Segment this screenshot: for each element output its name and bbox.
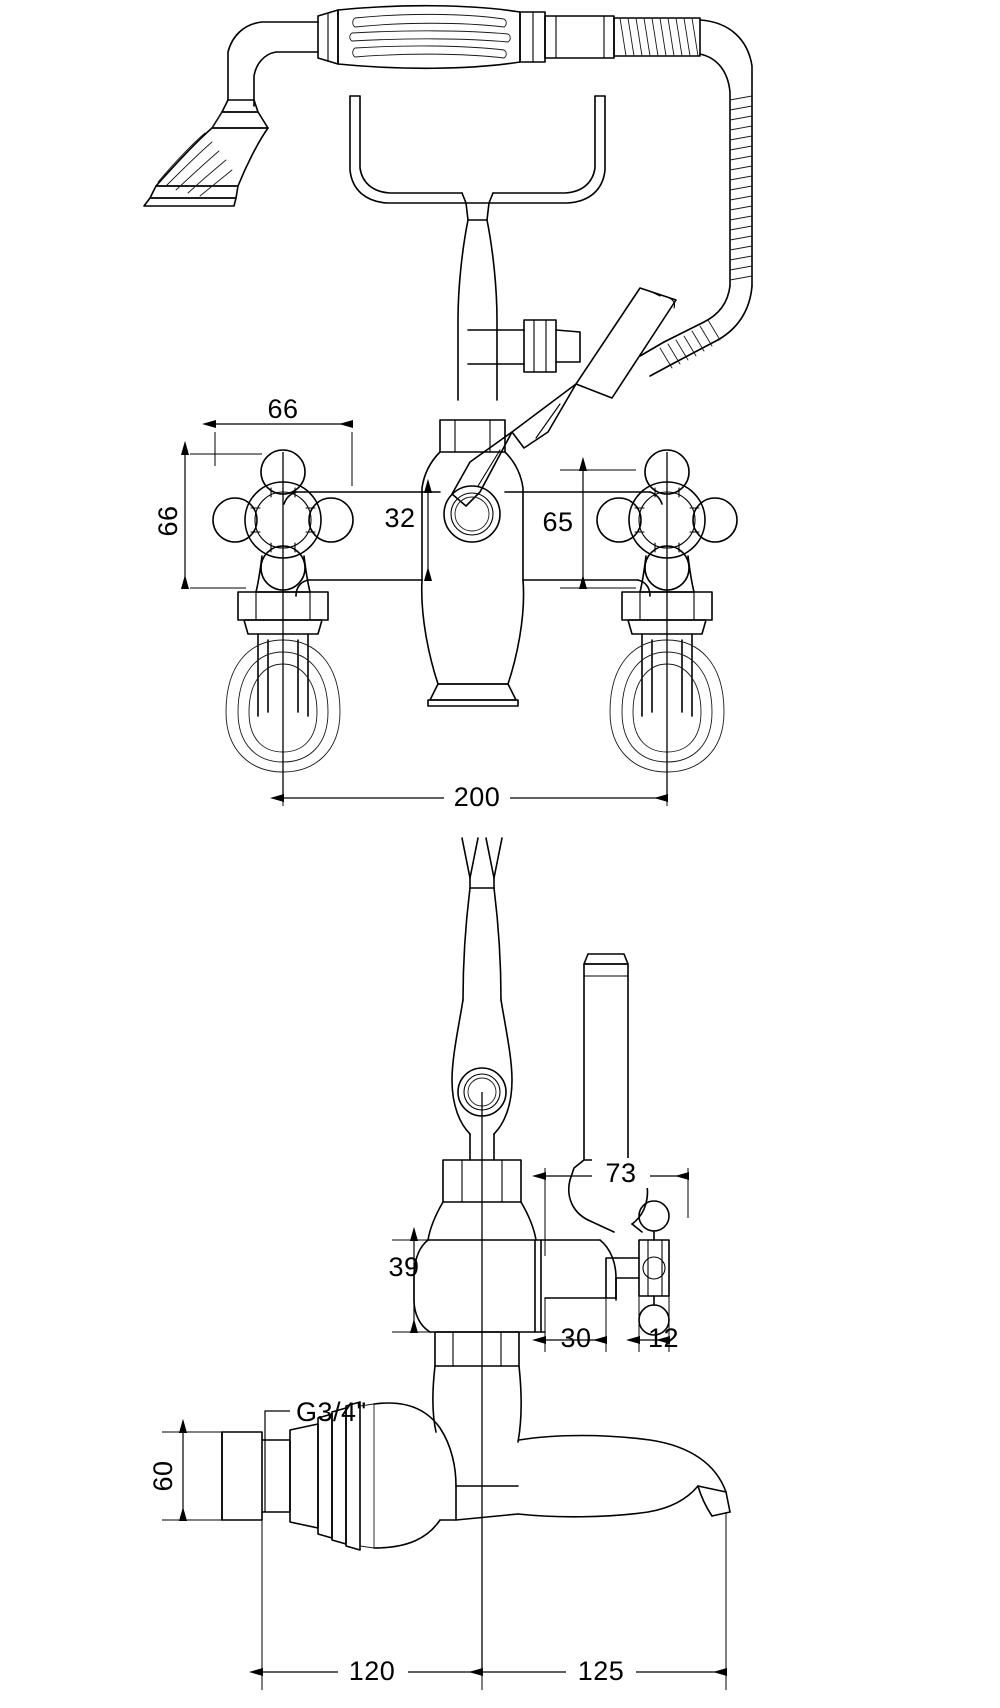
side-elevation-view: 73 39 30 12 G3/4"	[148, 837, 731, 1690]
dim-label-32: 32	[384, 503, 415, 533]
dim-label-73: 73	[605, 1158, 636, 1188]
dim-label-66-vertical: 66	[153, 505, 183, 536]
dim-60-vertical: 60	[148, 1418, 222, 1522]
callout-g34-thread: G3/4"	[264, 1397, 367, 1512]
dim-label-120: 120	[349, 1656, 396, 1686]
dim-66-vertical: 66	[153, 440, 262, 590]
right-crosshead-handle	[596, 449, 738, 800]
handset-cradle-side	[451, 837, 513, 1161]
dim-200-horizontal: 200	[269, 772, 669, 812]
central-spout-body	[283, 419, 663, 707]
dim-label-g34: G3/4"	[296, 1397, 367, 1427]
hose-coil-right	[729, 95, 753, 281]
dim-66-horizontal: 66	[201, 394, 354, 486]
dim-label-200: 200	[454, 782, 501, 812]
shower-rose	[143, 99, 269, 207]
wall-flange-right	[609, 639, 725, 773]
dim-65-vertical: 65	[542, 456, 636, 590]
wall-flange-left	[225, 639, 341, 773]
shower-handset	[227, 4, 701, 107]
handset-cradle	[349, 95, 606, 401]
dim-73-horizontal: 73	[531, 1158, 690, 1256]
front-elevation-view: 66 66 32 65 200	[143, 4, 753, 812]
left-crosshead-handle	[212, 449, 354, 800]
wall-inlet-union	[221, 1365, 522, 1551]
dim-32-vertical: 32	[384, 478, 433, 582]
dim-label-60: 60	[148, 1460, 178, 1491]
dim-label-65: 65	[542, 507, 573, 537]
dim-label-12: 12	[648, 1323, 679, 1353]
dim-label-66-horizontal: 66	[267, 394, 298, 424]
dim-12-horizontal: 12	[625, 1296, 679, 1353]
dim-label-39: 39	[388, 1252, 419, 1282]
flexible-hose	[639, 19, 753, 377]
hose-coil-lower	[659, 319, 721, 369]
hose-coil-left	[619, 17, 699, 57]
dim-120-horizontal: 120	[248, 1520, 484, 1690]
dim-label-30: 30	[560, 1323, 591, 1353]
diverter-lever	[451, 287, 677, 507]
dim-39-vertical: 39	[388, 1226, 434, 1334]
dim-30-horizontal: 30	[531, 1298, 608, 1353]
dim-125-horizontal: 125	[468, 1512, 728, 1690]
dim-label-125: 125	[578, 1656, 625, 1686]
rose-ribs	[157, 132, 233, 197]
